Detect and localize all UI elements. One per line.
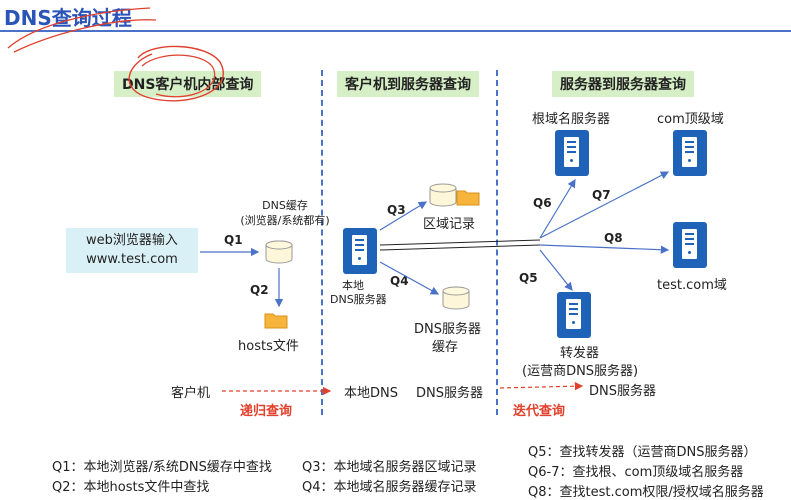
legend-q2: Q2：本地hosts文件中查找 [52,480,210,495]
server-icon [555,130,589,176]
legend-q8: Q8：查找test.com权限/授权域名服务器 [528,485,764,500]
zone-record-label: 区域记录 [423,217,476,232]
dns-cache-sublabel: (浏览器/系统都有) [240,214,330,227]
iterative-label: 迭代查询 [513,404,566,419]
q2-label: Q2 [250,283,269,297]
test-com-domain-label: test.com域 [657,278,727,293]
bottom-dns-server: DNS服务器 [416,386,483,401]
divider-left [321,70,323,415]
recursive-label: 递归查询 [240,404,293,419]
q6-label: Q6 [533,196,552,210]
section-client-to-server: 客户机到服务器查询 [337,71,479,97]
q7-arrow [539,171,670,239]
database-icon [265,240,293,264]
q4-label: Q4 [390,274,409,288]
bottom-client: 客户机 [171,386,211,401]
dns-server-cache-label-2: 缓存 [432,340,459,355]
com-tld-label: com顶级域 [657,112,724,127]
legend-q1: Q1：本地浏览器/系统DNS缓存中查找 [52,460,272,475]
q3-arrow [379,201,428,231]
folder-icon [264,313,288,329]
annotation-scribbles [7,7,224,102]
server-icon [343,228,377,274]
legend-q6-7: Q6-7：查找根、com顶级域名服务器 [528,465,744,480]
bottom-local-dns: 本地DNS [344,386,398,401]
dns-server-cache-label-1: DNS服务器 [414,322,481,337]
dns-cache-label: DNS缓存 [262,199,308,212]
section-client-internal: DNS客户机内部查询 [114,71,262,97]
local-dns-label-2: DNS服务器 [330,293,387,306]
server-icon [673,130,707,176]
legend-q4: Q4：本地域名服务器缓存记录 [302,480,477,495]
legend-q3: Q3：本地域名服务器区域记录 [302,460,477,475]
local-dns-label-1: 本地 [342,279,364,292]
q7-label: Q7 [592,188,611,202]
forwarder-label-2: (运营商DNS服务器) [522,364,639,379]
title-rule [0,30,791,32]
iterative-arrow [499,381,584,391]
q8-label: Q8 [604,231,623,245]
q5-label: Q5 [519,271,538,285]
browser-line2: www.test.com [86,252,178,267]
divider-right [496,70,498,415]
q3-label: Q3 [387,203,406,217]
browser-box: web浏览器输入 www.test.com [66,228,198,273]
root-server-label: 根域名服务器 [532,112,611,127]
q8-arrow [539,244,670,254]
q1-label: Q1 [224,233,243,247]
database-icon [429,183,457,207]
page-title: DNS查询过程 [4,6,132,30]
browser-line1: web浏览器输入 [86,233,178,248]
folder-icon [456,190,480,206]
q4-arrow [379,261,440,295]
server-icon [557,292,591,338]
legend-q5: Q5：查找转发器（运营商DNS服务器） [528,445,757,460]
forwarder-label-1: 转发器 [560,346,600,361]
server-icon [673,222,707,268]
hosts-file-label: hosts文件 [238,339,299,354]
local-to-hub-line [379,239,541,251]
database-icon [442,286,470,310]
q6-arrow [539,178,576,239]
bottom-dns-server-2: DNS服务器 [589,384,656,399]
section-server-to-server: 服务器到服务器查询 [552,71,694,97]
q5-arrow [539,249,573,291]
